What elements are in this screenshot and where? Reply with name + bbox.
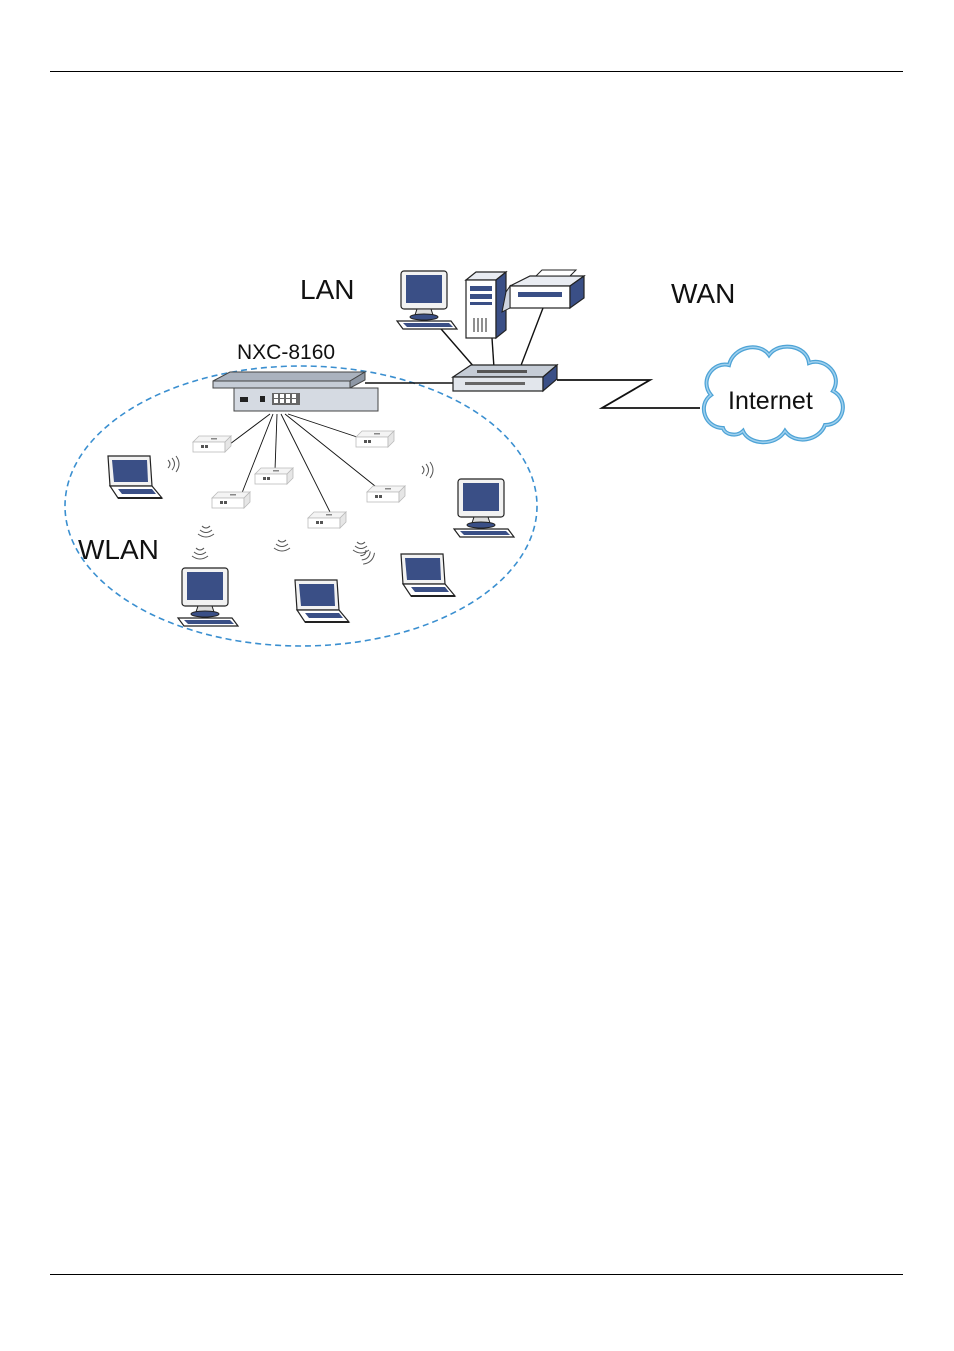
- nxc-device-label: NXC-8160: [237, 341, 335, 364]
- wan-link: [557, 380, 700, 408]
- access-point-icon: [308, 512, 346, 528]
- access-point-icon: [356, 431, 394, 447]
- laptop-icon: [108, 456, 162, 498]
- header-rule: [50, 71, 903, 72]
- wireless-signal-icon: [168, 456, 179, 472]
- internet-label: Internet: [728, 387, 813, 415]
- desktop-computer-icon: [178, 568, 238, 626]
- switch-to-ap-cables: [230, 414, 380, 512]
- laptop-icon: [295, 580, 349, 622]
- printer-icon: [502, 270, 584, 312]
- desktop-computer-icon: [454, 479, 514, 537]
- switch-icon: [213, 372, 378, 411]
- wireless-signal-icon: [198, 526, 214, 537]
- wireless-signal-icon: [274, 540, 290, 551]
- server-tower-icon: [466, 272, 506, 338]
- router-icon: [453, 365, 557, 391]
- laptop-icon: [401, 554, 455, 596]
- access-point-icon: [255, 468, 293, 484]
- access-point-icon: [367, 486, 405, 502]
- wireless-signal-icon: [422, 462, 433, 478]
- lan-label: LAN: [300, 274, 354, 305]
- wireless-signal-icon: [358, 547, 377, 566]
- wireless-signal-icon: [192, 548, 208, 559]
- wireless-signal-icon: [353, 542, 369, 553]
- desktop-computer-icon: [397, 271, 457, 329]
- wan-label: WAN: [671, 278, 735, 309]
- access-point-icon: [193, 436, 231, 452]
- access-point-icon: [212, 492, 250, 508]
- footer-rule: [50, 1274, 903, 1275]
- wlan-label: WLAN: [78, 534, 159, 565]
- network-diagram: LAN WAN NXC-8160 WLAN: [60, 268, 850, 650]
